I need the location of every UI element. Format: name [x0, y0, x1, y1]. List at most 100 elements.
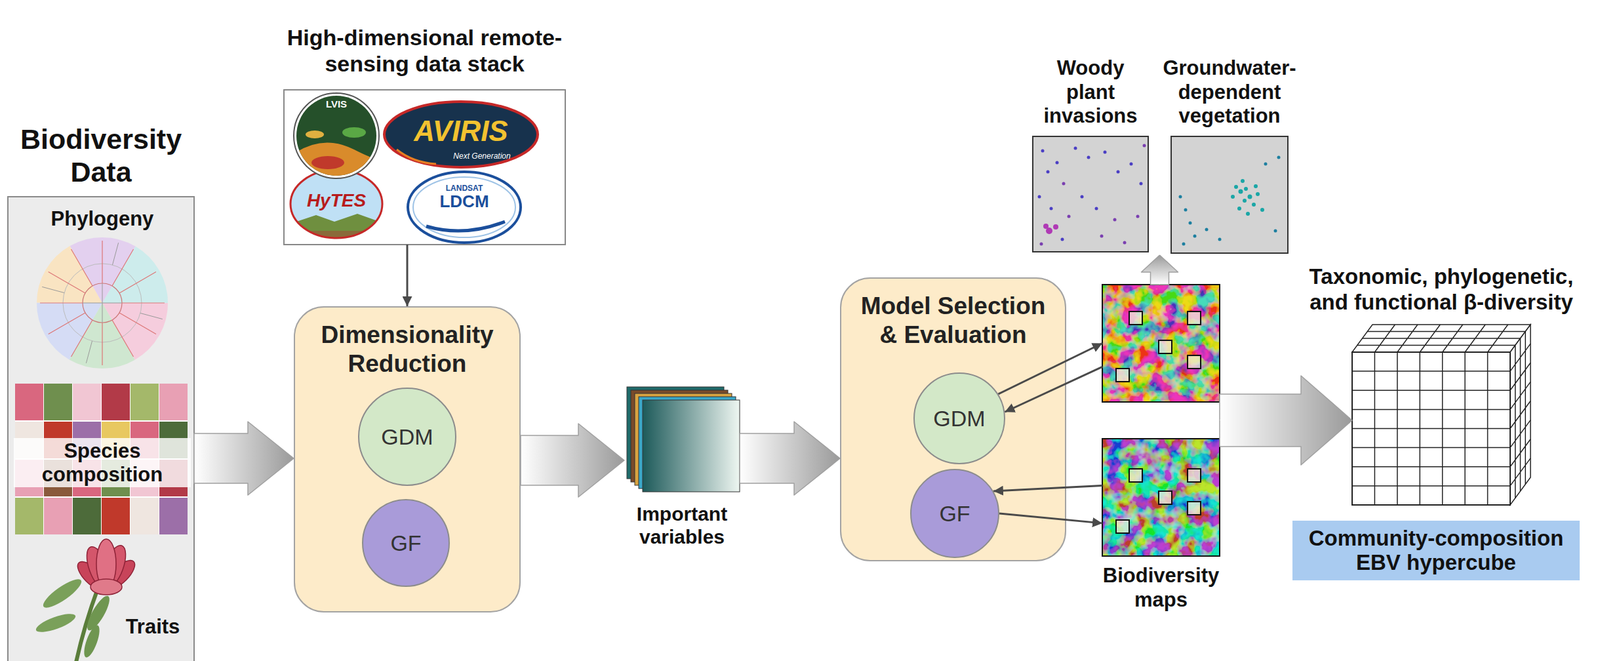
biodiversity-map-part [1116, 311, 1201, 382]
arrow-line-path [406, 244, 409, 307]
species-mosaic-part [101, 383, 130, 421]
species-mosaic-part [72, 383, 101, 421]
sensor-logos [283, 89, 566, 245]
woody-map-part-part [1136, 215, 1140, 219]
node-text: Community-composition EBV hypercube [1298, 526, 1574, 576]
groundwater-map-part-part [1243, 186, 1248, 191]
groundwater-map-part-part [1230, 194, 1235, 199]
woody-map-part-part [1139, 182, 1143, 186]
block-arrow [194, 421, 294, 496]
groundwater-map-part [1171, 136, 1288, 254]
groundwater-map-part-part [1238, 189, 1244, 195]
groundwater-map-part-part [1260, 207, 1265, 212]
sensor-logos-part [407, 171, 521, 243]
sensor-logos-part [293, 93, 380, 179]
variable-layers-part [642, 400, 740, 492]
arrow-line [999, 513, 1103, 524]
woody-map-part-part [1060, 238, 1065, 242]
label-text: LANDSAT [445, 184, 483, 194]
woody-map-part-part [1100, 234, 1104, 239]
label-holder: Phylogeny [13, 207, 191, 231]
biodiversity-map-part [1102, 284, 1220, 402]
species-mosaic-part [101, 497, 130, 535]
node-text: GDM [380, 423, 433, 450]
block-arrow-body [1219, 375, 1353, 421]
sensor-logos-part [288, 213, 387, 244]
woody-map-part-part [1080, 195, 1084, 199]
protea-drawing-part [34, 610, 78, 637]
label-text: HyTES [306, 190, 366, 212]
block-arrow-outline [1160, 255, 1179, 285]
biodiversity-map [1102, 284, 1220, 557]
method-circle: GDM [913, 372, 1006, 465]
groundwater-map-part-part [1251, 202, 1256, 207]
species-mosaic-part [15, 383, 44, 421]
woody-map-part-part [1038, 195, 1042, 199]
label-band: Community-composition EBV hypercube [1292, 520, 1580, 581]
block-arrow-body [1159, 255, 1179, 285]
node-text: High-dimensional remote-sensing data sta… [270, 24, 580, 77]
label-holder: LVIS [316, 98, 357, 111]
phylogeny-tree-part [40, 240, 165, 366]
sensor-logos-part [396, 149, 437, 164]
groundwater-map-part-part [1247, 194, 1253, 200]
biodiversity-map-part-part [1116, 368, 1130, 382]
hypercube-drawing [1352, 324, 1531, 505]
groundwater-map-part-part [1218, 238, 1222, 242]
woody-map-part-part [1103, 150, 1107, 155]
map-tile: Groundwater- dependent vegetation [1171, 136, 1288, 254]
biodiversity-map-part-part [1187, 468, 1201, 482]
sensor-logos-part-part [295, 142, 381, 179]
biodiversity-panel-part [7, 196, 195, 661]
groundwater-map [1171, 136, 1288, 254]
node-text: GDM [933, 405, 985, 432]
sensor-stack-box: High-dimensional remote-sensing data sta… [283, 89, 566, 245]
block-arrow-outline [520, 423, 625, 498]
biodiversity-map-part [1102, 438, 1220, 557]
woody-map-part-part [1062, 182, 1066, 186]
biodiversity-map-part-part [1116, 520, 1130, 534]
node-text: GF [390, 529, 421, 557]
label-text: Traits [125, 615, 181, 639]
groundwater-map-part-part [1240, 179, 1245, 183]
label-text: LVIS [325, 98, 347, 110]
woody-map-part [1040, 144, 1147, 246]
sensor-logos-part [283, 89, 566, 245]
groundwater-map-part-part [1205, 228, 1209, 232]
woody-map-part-part [1067, 215, 1071, 219]
node-text: Dimensionality Reduction [308, 320, 506, 378]
block-arrow-body [1141, 255, 1161, 285]
arrow-line [1004, 366, 1103, 412]
sensor-logos-part [413, 177, 516, 238]
node-text: Important variables [613, 502, 751, 549]
species-mosaic-part [130, 497, 159, 535]
map-tile: Biodiversity maps [1102, 438, 1220, 557]
groundwater-map-part-part [1255, 192, 1260, 197]
node-text: Taxonomic, phylogenetic, and functional … [1293, 264, 1590, 316]
species-mosaic-part [159, 383, 188, 421]
arrow-line-path [1004, 366, 1103, 412]
biodiversity-map-part [1102, 284, 1220, 402]
block-arrow-body [739, 421, 840, 496]
arrow-line-path [993, 485, 1103, 492]
label-holder: HyTES [300, 190, 373, 212]
phylogeny-tree-part [41, 242, 163, 364]
node-text: GF [939, 500, 970, 527]
label-holder: Next Generation [439, 149, 525, 162]
species-mosaic-part [72, 497, 101, 535]
groundwater-map-part-part [1234, 184, 1239, 189]
label-text: Species composition [13, 438, 191, 488]
woody-map-part-part [1095, 207, 1099, 211]
species-mosaic-part [15, 497, 44, 535]
arrow-line [993, 485, 1103, 492]
node-text: Biodiversity maps [1089, 563, 1234, 612]
node-text: Groundwater- dependent vegetation [1152, 56, 1307, 129]
woody-map-part-part [1053, 224, 1059, 230]
woody-map-part-part [1129, 162, 1134, 166]
woody-map-part-part [1046, 170, 1050, 174]
biodiversity-map-part [1102, 284, 1220, 402]
woody-map-part-part [1087, 156, 1091, 160]
block-arrow-outline [739, 421, 840, 496]
groundwater-map-part-part [1193, 234, 1197, 239]
